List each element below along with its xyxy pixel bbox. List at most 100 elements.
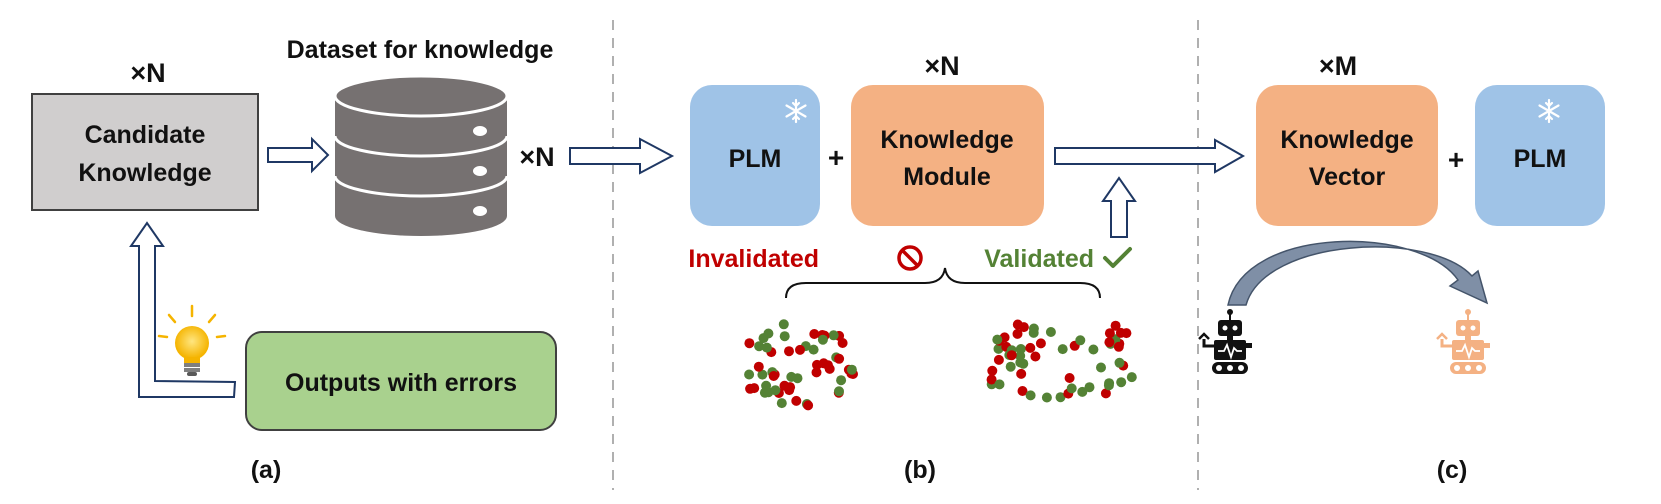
candidate-knowledge-box — [31, 93, 259, 211]
scatter-dot — [836, 375, 847, 386]
scatter-cluster-left — [744, 319, 858, 411]
knowledge-vector-box — [1256, 85, 1438, 226]
scatter-dot — [1057, 344, 1068, 355]
scatter-dot — [1115, 327, 1126, 338]
scatter-dot — [993, 354, 1004, 365]
robot-icon — [1436, 309, 1490, 374]
scatter-dot — [994, 379, 1005, 390]
knowledge-module-box — [851, 85, 1044, 226]
scatter-dot — [1045, 327, 1056, 337]
scatter-dot — [1025, 390, 1036, 401]
caption-a: (a) — [251, 456, 282, 484]
snowflake-icon — [1538, 98, 1560, 124]
caption-b: (b) — [904, 456, 936, 484]
scatter-dot — [992, 334, 1003, 345]
scatter-dot — [776, 398, 787, 409]
scatter-dot — [1015, 344, 1026, 354]
scatter-dot — [784, 346, 794, 357]
scatter-dot — [1016, 368, 1027, 379]
scatter-dot — [761, 342, 772, 353]
snowflake-icon — [785, 98, 807, 124]
invalidated-label: Invalidated — [688, 245, 819, 273]
module-multiplier: ×N — [924, 51, 959, 81]
scatter-dot — [1012, 328, 1023, 339]
validated-label: Validated — [984, 245, 1094, 273]
scatter-dot — [1104, 328, 1115, 339]
panel-a: ×N Candidate Knowledge Dataset for knowl… — [31, 36, 675, 484]
knowledge-module-label-line1: Knowledge — [880, 126, 1013, 154]
robot-icon — [1198, 309, 1252, 374]
scatter-dot — [1100, 388, 1111, 399]
scatter-dot — [753, 361, 764, 372]
validated-up-arrow — [1101, 176, 1137, 238]
scatter-dot — [828, 330, 839, 341]
scatter-dot — [1104, 378, 1115, 389]
plus-c: + — [1448, 144, 1464, 175]
scatter-dot — [817, 334, 828, 345]
prohibited-icon — [897, 245, 923, 271]
arrow-to-panel-c — [1054, 138, 1246, 174]
knowledge-vector-label-line1: Knowledge — [1280, 126, 1413, 154]
scatter-dot — [986, 374, 997, 385]
outputs-with-errors-box — [245, 331, 557, 431]
scatter-dot — [837, 338, 848, 348]
scatter-dot — [1055, 392, 1066, 403]
lightbulb-icon — [157, 304, 227, 376]
candidate-knowledge-label-line2: Knowledge — [78, 159, 211, 187]
vector-multiplier: ×M — [1319, 51, 1357, 81]
outputs-with-errors-label: Outputs with errors — [285, 369, 517, 397]
scatter-dot — [754, 341, 765, 352]
caption-c: (c) — [1437, 456, 1468, 484]
scatter-dot — [1088, 344, 1099, 355]
plus-b: + — [828, 142, 844, 173]
scatter-dot — [1096, 362, 1106, 373]
scatter-dot — [1126, 372, 1137, 383]
scatter-dot — [1028, 323, 1039, 334]
scatter-dot — [834, 353, 845, 364]
scatter-dot — [987, 365, 998, 376]
knowledge-vector-label-line2: Vector — [1309, 163, 1386, 191]
scatter-dot — [768, 371, 779, 381]
database-icon — [333, 74, 509, 236]
scatter-dot — [1077, 386, 1088, 397]
plm-label-b: PLM — [729, 145, 782, 173]
scatter-dot — [786, 371, 797, 382]
panel-b: ×N PLM + Knowledge Module Invalidated Va… — [688, 51, 1246, 484]
panel-c: ×M Knowledge Vector + PLM (c) — [1198, 51, 1605, 484]
database-multiplier: ×N — [519, 142, 554, 172]
scatter-dot — [757, 369, 768, 380]
curly-brace — [785, 267, 1101, 299]
scatter-dot — [744, 369, 755, 380]
scatter-dot — [812, 359, 822, 370]
plm-label-c: PLM — [1514, 145, 1567, 173]
knowledge-module-label-line2: Module — [903, 163, 991, 191]
scatter-dot — [1041, 392, 1052, 403]
transfer-curve-arrow — [1227, 240, 1489, 306]
dataset-title: Dataset for knowledge — [287, 36, 554, 64]
candidate-knowledge-label-line1: Candidate — [85, 121, 206, 149]
scatter-dot — [1018, 322, 1029, 333]
scatter-dot — [1064, 373, 1075, 383]
scatter-dot — [779, 331, 790, 342]
checkmark-icon — [1103, 247, 1132, 268]
scatter-dot — [1066, 383, 1077, 394]
scatter-dot — [744, 338, 755, 349]
scatter-dot — [1025, 342, 1036, 353]
scatter-dot — [749, 383, 760, 394]
scatter-dot — [803, 400, 814, 411]
scatter-dot — [763, 328, 774, 339]
scatter-dot — [811, 367, 822, 378]
scatter-dot — [1005, 361, 1016, 372]
scatter-dot — [1113, 341, 1124, 352]
scatter-dot — [846, 364, 857, 375]
scatter-dot — [1035, 338, 1046, 349]
scatter-dot — [795, 344, 805, 355]
scatter-dot — [1110, 320, 1121, 331]
arrow-to-panel-b — [569, 137, 675, 175]
scatter-cluster-right — [986, 319, 1137, 403]
scatter-dot — [785, 382, 796, 393]
scatter-dot — [791, 395, 802, 406]
scatter-dot — [809, 329, 820, 339]
feedback-arrow — [129, 221, 237, 398]
